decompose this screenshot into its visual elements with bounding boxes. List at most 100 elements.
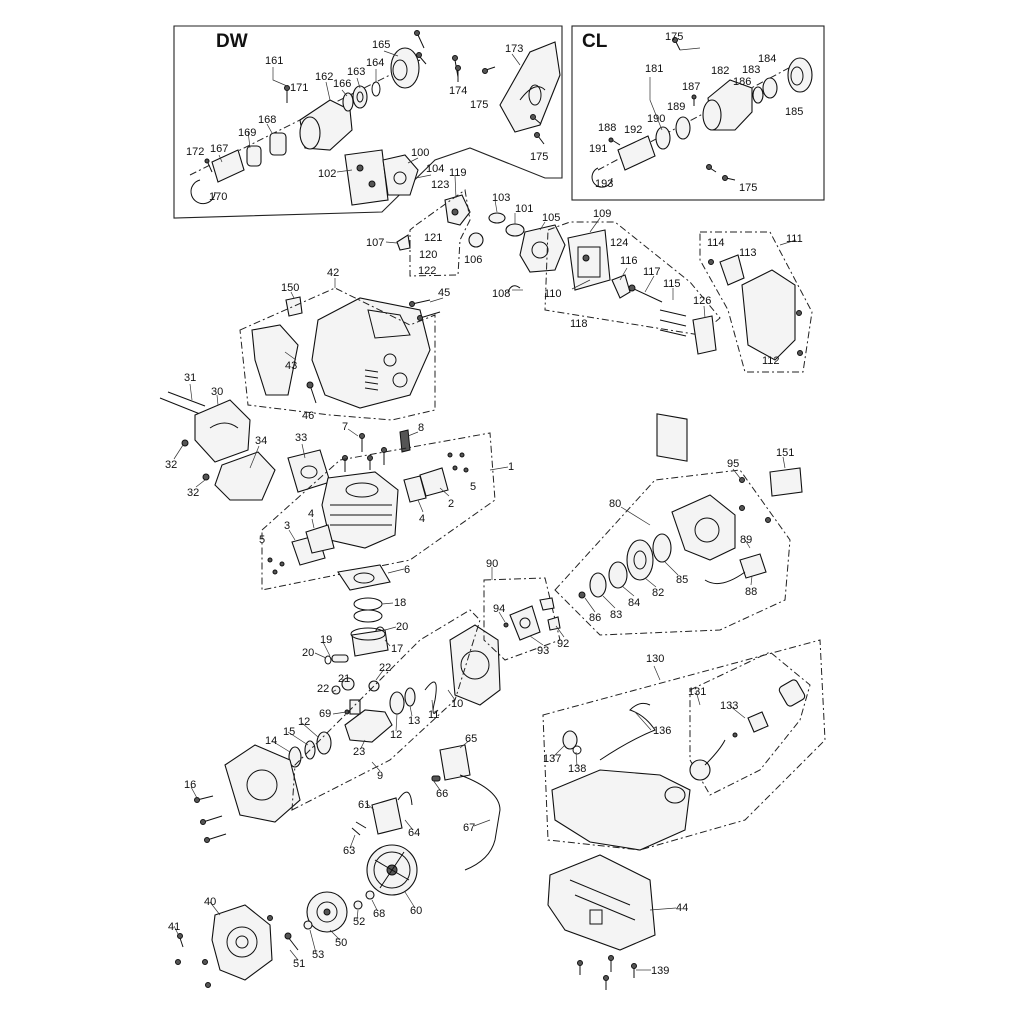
part-186-ring: [752, 86, 764, 104]
label-11: 11: [428, 709, 439, 721]
label-42: 42: [327, 267, 339, 279]
part-68-washer: [365, 890, 375, 900]
label-3: 3: [284, 520, 290, 532]
part-86-screw: [578, 591, 586, 599]
part-151-decal: [769, 467, 803, 497]
label-183: 183: [742, 64, 760, 76]
part-93-pawl-base: [509, 605, 541, 641]
label-174: 174: [449, 85, 467, 97]
label-102: 102: [318, 168, 336, 180]
label-45: 45: [438, 287, 450, 299]
label-110: 110: [544, 288, 562, 300]
crankcase-screws: [194, 795, 227, 843]
label-7: 7: [342, 421, 348, 433]
label-17: 17: [391, 643, 403, 655]
part-168-collar: [269, 132, 287, 156]
label-187: 187: [682, 81, 700, 93]
label-83: 83: [610, 609, 622, 621]
label-14: 14: [265, 735, 277, 747]
label-95: 95: [727, 458, 739, 470]
label-68: 68: [373, 908, 385, 920]
part-40-starter-housing: [211, 904, 273, 981]
label-60: 60: [410, 905, 422, 917]
part-100-carburetor-base: [382, 154, 419, 196]
part-12-bearing: [389, 691, 405, 715]
part-109-air-box: [567, 229, 611, 291]
part-126-element: [692, 315, 717, 355]
part-103-gasket: [488, 212, 506, 224]
part-13-seal: [404, 687, 416, 707]
label-33: 33: [295, 432, 307, 444]
label-120: 120: [419, 249, 437, 261]
part-131-gasket: [778, 679, 806, 707]
label-21: 21: [338, 673, 350, 685]
part-18-ring: [353, 597, 383, 611]
part-53-washer: [303, 920, 313, 930]
part-84-spring: [608, 561, 628, 589]
label-31: 31: [184, 372, 196, 384]
part-116-lever: [611, 274, 631, 299]
part-50-clutch: [306, 891, 348, 933]
label-124: 124: [610, 237, 628, 249]
label-32a: 32: [165, 459, 177, 471]
group-109-outline: [544, 221, 721, 336]
label-162: 162: [315, 71, 333, 83]
part-173-guard: [499, 41, 561, 133]
label-84: 84: [628, 597, 640, 609]
part-1-cylinder: [321, 471, 399, 549]
label-186: 186: [733, 76, 751, 88]
label-123: 123: [431, 179, 449, 191]
label-112: 112: [762, 355, 780, 367]
part-133-valve: [747, 711, 769, 733]
label-34: 34: [255, 435, 267, 447]
label-170: 170: [209, 191, 227, 203]
label-130: 130: [646, 653, 664, 665]
part-83-ratchet: [589, 572, 607, 598]
label-133: 133: [720, 700, 738, 712]
label-23: 23: [353, 746, 365, 758]
label-20a: 20: [396, 621, 408, 633]
label-173: 173: [505, 43, 523, 55]
label-114: 114: [707, 237, 725, 249]
label-67: 67: [463, 822, 475, 834]
part-80-fan-housing: [671, 494, 736, 561]
part-192-shaft-tube: [617, 135, 656, 171]
part-130-fuel-tank: [551, 769, 691, 851]
label-4b: 4: [308, 508, 314, 520]
part-92-pawl: [547, 616, 561, 631]
label-22b: 22: [379, 662, 391, 674]
label-53: 53: [312, 949, 324, 961]
label-101: 101: [515, 203, 533, 215]
part-113-latch: [719, 254, 745, 286]
label-89: 89: [740, 534, 752, 546]
label-30: 30: [211, 386, 223, 398]
group-42-outline: [239, 287, 436, 421]
label-44: 44: [676, 902, 688, 914]
starter-screws: [175, 915, 273, 988]
label-19: 19: [320, 634, 332, 646]
group-111-outline: [699, 231, 813, 373]
part-46-fastener: [306, 381, 317, 404]
label-32b: 32: [187, 487, 199, 499]
part-115-filter: [656, 413, 688, 462]
label-175d: 175: [739, 182, 757, 194]
label-115: 115: [663, 278, 681, 290]
label-166: 166: [333, 78, 351, 90]
part-138-filter-cap: [572, 745, 582, 755]
part-165-hub: [390, 47, 420, 89]
label-119: 119: [449, 167, 467, 179]
group-80-outline: [554, 469, 791, 636]
label-69: 69: [319, 708, 331, 720]
label-126: 126: [693, 295, 711, 307]
part-191-clip: [591, 167, 613, 188]
carburetor-parts: [396, 212, 566, 293]
label-106: 106: [464, 254, 482, 266]
dw-guard-screws: [414, 30, 545, 145]
label-151: 151: [776, 447, 794, 459]
label-105: 105: [542, 212, 560, 224]
label-1: 1: [508, 461, 514, 473]
label-12b: 12: [298, 716, 310, 728]
part-185-hub: [787, 57, 813, 93]
cl-group-outline: [571, 25, 825, 201]
label-9: 9: [377, 770, 383, 782]
